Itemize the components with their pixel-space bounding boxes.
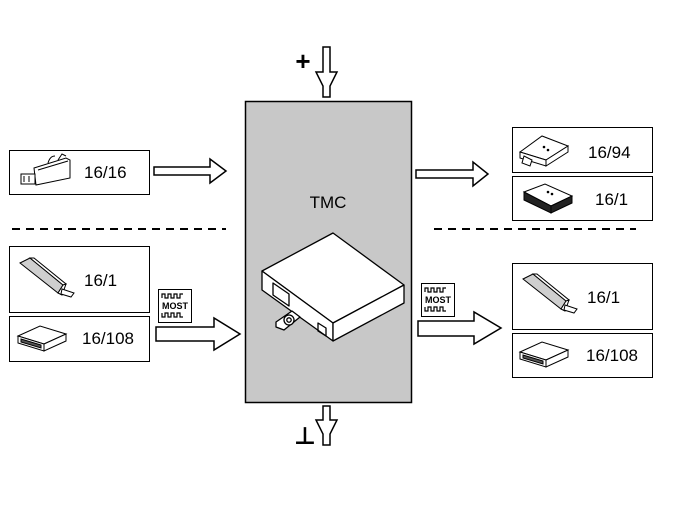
display-unit-icon [19, 257, 75, 298]
input-16-1: 16/1 [9, 246, 150, 313]
power-in-arrow [314, 46, 339, 98]
output-16-108-label: 16/108 [586, 346, 638, 365]
output-arrow-top [415, 160, 490, 188]
ground-symbol: ⊥ [294, 422, 316, 450]
most-bus-badge-right: MOST [421, 283, 455, 317]
output-16-94: 16/94 [512, 127, 653, 173]
output-16-1-most: 16/1 [512, 263, 653, 330]
input-arrow-16-16 [153, 157, 228, 185]
output-16-1-most-label: 16/1 [587, 288, 620, 307]
tmc-unit-icon [261, 232, 405, 342]
input-16-16: 16/16 [9, 150, 150, 195]
input-16-108-label: 16/108 [82, 329, 134, 348]
display-unit-icon [522, 273, 578, 314]
output-16-108: 16/108 [512, 333, 653, 378]
signal-wave-icon [161, 312, 183, 318]
signal-wave-icon [424, 287, 446, 293]
output-16-1-top-label: 16/1 [595, 190, 628, 209]
cd-drive-icon [16, 325, 68, 352]
most-bus-badge-left: MOST [158, 289, 192, 323]
input-16-108: 16/108 [9, 316, 150, 362]
antenna-module-icon [20, 153, 71, 186]
output-arrow-most [417, 310, 503, 346]
output-16-94-label: 16/94 [588, 143, 631, 162]
input-arrow-most [155, 316, 242, 352]
cd-drive-icon [518, 341, 570, 368]
input-16-16-label: 16/16 [84, 163, 127, 182]
signal-wave-icon [161, 293, 183, 299]
power-plus-symbol: + [295, 46, 310, 76]
tmc-label: TMC [310, 193, 347, 212]
most-label-right: MOST [425, 295, 452, 305]
signal-wave-icon [424, 306, 446, 312]
control-module-icon [518, 135, 570, 167]
ecu-icon [522, 183, 574, 214]
input-16-1-label: 16/1 [84, 271, 117, 290]
ground-arrow [314, 405, 339, 446]
most-label-left: MOST [162, 301, 189, 311]
output-16-1-top: 16/1 [512, 176, 653, 221]
